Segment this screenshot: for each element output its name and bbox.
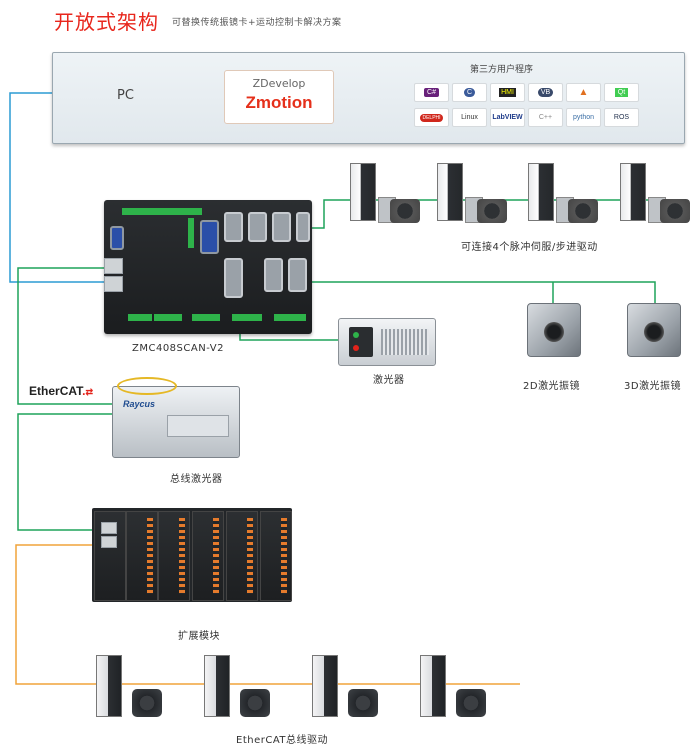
galvo-aperture <box>644 322 664 342</box>
laser-label: 激光器 <box>373 375 405 386</box>
labview-icon: LabVIEW <box>490 108 525 127</box>
hmi-icon: HMI <box>490 83 525 102</box>
delphi-icon: DELPHI <box>414 108 449 127</box>
coupler-module <box>94 511 126 601</box>
pc-label: PC <box>117 88 134 103</box>
bus-laser-unit: Raycus <box>112 377 240 458</box>
cpp-icon: C++ <box>528 108 563 127</box>
pc-ethernet-line <box>9 92 104 283</box>
servo-drive <box>620 163 646 221</box>
third-party-label: 第三方用户程序 <box>470 65 534 75</box>
laser-unit <box>338 318 436 366</box>
fiber-coil <box>117 377 177 395</box>
controller-label: ZMC408SCAN-V2 <box>132 343 224 354</box>
ethercat-drive <box>420 655 446 717</box>
zmotion-logo: Zmotion <box>245 93 313 112</box>
page-subtitle: 可替换传统振镜卡+运动控制卡解决方案 <box>172 18 342 28</box>
terminal-block <box>274 314 306 321</box>
qt-icon: Qt <box>604 83 639 102</box>
ethercat-drive <box>204 655 230 717</box>
db-connector <box>296 212 310 242</box>
io-terminals <box>179 518 185 594</box>
zdevelop-card: ZDevelop Zmotion <box>224 70 334 124</box>
io-terminals <box>247 518 253 594</box>
ethercat-drive <box>312 655 338 717</box>
matlab-icon: ▲ <box>566 83 601 102</box>
io-module <box>226 511 258 601</box>
galvo-3d <box>627 303 681 357</box>
bus-laser-label: 总线激光器 <box>170 474 223 485</box>
ethercat-logo: EtherCAT.⇄ <box>29 384 94 398</box>
servo-drive <box>437 163 463 221</box>
servo-motor <box>660 199 690 223</box>
io-module <box>126 511 158 601</box>
io-module <box>158 511 190 601</box>
ethercat-drive <box>96 655 122 717</box>
c-icon: C <box>452 83 487 102</box>
drive-motor <box>456 689 486 717</box>
raycus-logo: Raycus <box>123 399 156 409</box>
vga-port <box>110 226 124 250</box>
extension-label: 扩展模块 <box>178 631 220 642</box>
ethercat-line-2 <box>17 413 112 531</box>
terminal-block <box>192 314 220 321</box>
controller-board <box>104 200 312 334</box>
terminal-block <box>188 218 194 248</box>
zdevelop-label: ZDevelop <box>252 77 306 90</box>
servo-motor <box>568 199 598 223</box>
bus-laser-panel <box>167 415 229 437</box>
ethernet-port <box>104 258 123 274</box>
ethernet-port <box>104 276 123 292</box>
db-connector <box>224 258 243 298</box>
io-module <box>192 511 224 601</box>
db-connector <box>272 212 291 242</box>
servo-motor <box>477 199 507 223</box>
db-connector <box>288 258 307 292</box>
csharp-icon: C# <box>414 83 449 102</box>
ethercat-arrows-icon: ⇄ <box>85 387 94 397</box>
ethercat-line <box>17 267 112 405</box>
terminal-block <box>128 314 152 321</box>
db-connector <box>224 212 243 242</box>
galvo-line <box>230 281 656 305</box>
stop-button-icon <box>353 345 359 351</box>
status-led-icon <box>353 332 359 338</box>
ethernet-port <box>101 522 117 534</box>
drive-motor <box>240 689 270 717</box>
servo-row-label: 可连接4个脉冲伺服/步进驱动 <box>461 242 598 253</box>
db-connector <box>200 220 219 254</box>
extension-rack <box>92 508 292 602</box>
galvo-aperture <box>544 322 564 342</box>
io-terminals <box>147 518 153 594</box>
terminal-block <box>232 314 262 321</box>
ros-icon: ROS <box>604 108 639 127</box>
drives-label: EtherCAT总线驱动 <box>236 735 328 746</box>
galvo-2d <box>527 303 581 357</box>
terminal-block <box>154 314 182 321</box>
galvo-3d-label: 3D激光振镜 <box>624 381 682 392</box>
io-terminals <box>281 518 287 594</box>
page-title: 开放式架构 <box>54 10 159 34</box>
ethernet-port <box>101 536 117 548</box>
galvo-2d-label: 2D激光振镜 <box>523 381 581 392</box>
io-terminals <box>213 518 219 594</box>
laser-control-panel <box>349 327 373 357</box>
drive-motor <box>132 689 162 717</box>
python-icon: python <box>566 108 601 127</box>
linux-icon: Linux <box>452 108 487 127</box>
servo-motor <box>390 199 420 223</box>
vb-icon: VB <box>528 83 563 102</box>
servo-drive <box>528 163 554 221</box>
drive-bus-line <box>15 544 520 685</box>
io-module <box>260 511 292 601</box>
db-connector <box>264 258 283 292</box>
vent-grille <box>381 329 429 355</box>
terminal-block <box>122 208 202 215</box>
db-connector <box>248 212 267 242</box>
servo-drive <box>350 163 376 221</box>
drive-motor <box>348 689 378 717</box>
